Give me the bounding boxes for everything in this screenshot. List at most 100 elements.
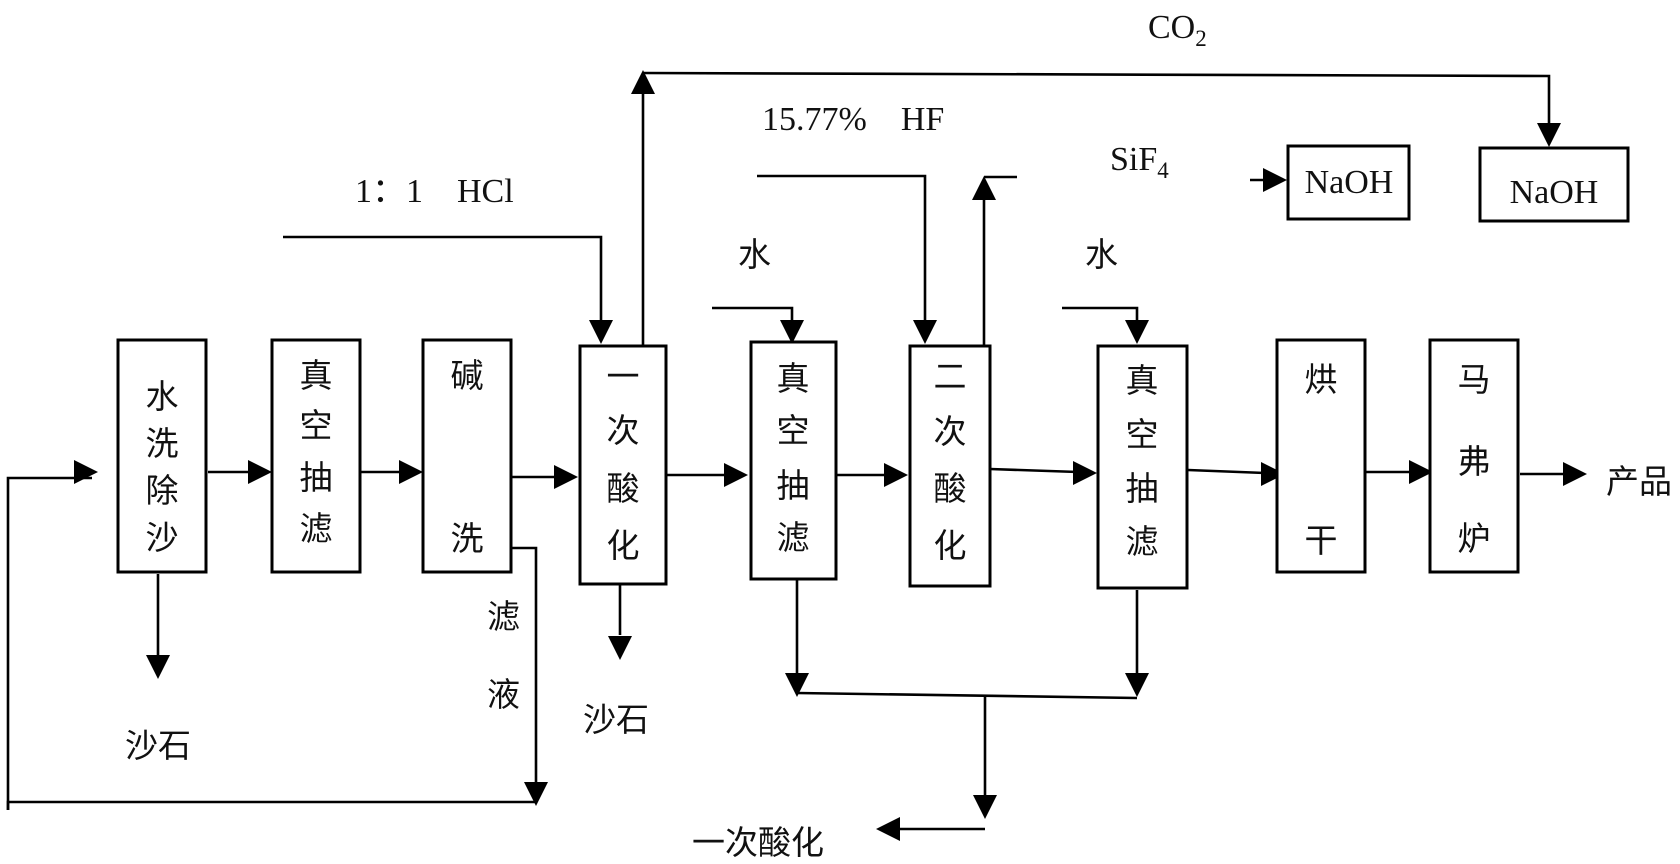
flow-acid2-to-vacuum3 — [989, 467, 1079, 474]
stage-box-vacuum1 — [270, 338, 362, 574]
sif4-label: SiF4 — [1110, 141, 1169, 183]
stage-label-acid1-1: 一 — [607, 357, 640, 396]
arrowheads — [74, 70, 1587, 841]
filtrate-label-1: 滤 — [487, 597, 520, 636]
stage-box-alkali — [421, 338, 513, 574]
stage-label-dry-1: 烘 — [1305, 360, 1338, 399]
sand-label-2: 沙石 — [583, 700, 649, 739]
collection-header — [796, 691, 1138, 700]
stage-box-vacuum3 — [1096, 344, 1189, 590]
product-label: 产品 — [1606, 462, 1672, 501]
flow-lines — [6, 71, 1565, 831]
co2-subscript: 2 — [1195, 26, 1207, 51]
stage-label-wash-1: 水 — [146, 377, 179, 416]
stage-label-furnace-1: 马 — [1458, 360, 1491, 399]
arrowhead — [74, 460, 98, 484]
arrowhead — [913, 320, 937, 344]
process-boxes — [116, 144, 1630, 590]
hcl-feed-line — [283, 235, 603, 326]
co2-base: CO — [1148, 9, 1195, 46]
arrowhead — [1537, 123, 1561, 147]
recycle-line — [6, 476, 92, 810]
stage-label-furnace-2: 弗 — [1458, 442, 1491, 481]
stage-box-furnace — [1428, 338, 1520, 574]
arrowhead — [631, 70, 655, 94]
arrowhead — [1409, 460, 1433, 484]
stream-labels: 1：1 HCl 15.77% HF 水 水 CO2 SiF4 NaOH NaOH… — [125, 9, 1672, 862]
hcl-label: 1：1 HCl — [355, 173, 514, 210]
stage-label-wash-3: 除 — [146, 471, 179, 510]
stage-label-alkali-1: 碱 — [451, 356, 484, 395]
co2-label: CO2 — [1148, 9, 1207, 51]
water-feed-2 — [1062, 306, 1139, 326]
stage-label-vacuum3-1: 真 — [1126, 361, 1159, 400]
hf-label: 15.77% HF — [762, 101, 944, 138]
stage-label-vacuum2-3: 抽 — [777, 466, 810, 505]
arrowhead — [1263, 168, 1287, 192]
stage-label-vacuum1-1: 真 — [300, 356, 333, 395]
stage-label-vacuum2-1: 真 — [777, 359, 810, 398]
arrowhead — [876, 817, 900, 841]
naoh-label-2: NaOH — [1510, 174, 1599, 211]
stage-label-vacuum1-3: 抽 — [300, 458, 333, 497]
hf-feed-line — [757, 174, 927, 326]
arrowhead — [780, 320, 804, 344]
arrowhead — [972, 176, 996, 200]
sif4-base: SiF — [1110, 141, 1157, 178]
stage-label-vacuum1-2: 空 — [300, 406, 333, 445]
stage-label-acid1-2: 次 — [607, 411, 640, 450]
arrowhead — [1073, 461, 1097, 485]
arrowhead — [973, 795, 997, 819]
stage-label-vacuum3-4: 滤 — [1126, 522, 1159, 561]
stage-label-dry-2: 干 — [1305, 521, 1338, 560]
sif4-subscript: 4 — [1157, 158, 1169, 183]
arrowhead — [248, 460, 272, 484]
stage-label-acid2-1: 二 — [934, 357, 967, 396]
naoh-box-1 — [1286, 144, 1411, 221]
stage-labels: 水 洗 除 沙 真 空 抽 滤 碱 洗 一 次 酸 化 真 空 抽 滤 二 次 … — [146, 356, 1491, 565]
stage-label-acid2-3: 酸 — [934, 469, 967, 508]
stage-label-acid2-2: 次 — [934, 412, 967, 451]
stage-label-vacuum2-2: 空 — [777, 411, 810, 450]
stage-label-acid1-3: 酸 — [607, 469, 640, 508]
stage-label-vacuum2-4: 滤 — [777, 518, 810, 557]
stage-label-vacuum3-3: 抽 — [1126, 469, 1159, 508]
recycle-target-label: 一次酸化 — [692, 823, 824, 862]
water-feed-1 — [712, 306, 794, 326]
filtrate-line — [6, 546, 538, 810]
co2-line-top — [642, 71, 1551, 130]
stage-label-wash-2: 洗 — [146, 424, 179, 463]
stage-box-wash — [116, 338, 208, 574]
arrowhead — [554, 465, 578, 489]
stage-label-acid1-4: 化 — [607, 526, 640, 565]
arrowhead — [1563, 462, 1587, 486]
arrowhead — [785, 673, 809, 697]
arrowhead — [1125, 320, 1149, 344]
filtrate-label-2: 液 — [487, 675, 520, 714]
flow-vacuum3-to-dry — [1187, 468, 1266, 475]
stage-label-wash-4: 沙 — [146, 518, 179, 557]
arrowhead — [589, 320, 613, 344]
arrowhead — [608, 636, 632, 660]
water-label-1: 水 — [738, 235, 771, 274]
arrowhead — [1261, 462, 1285, 486]
stage-box-vacuum2 — [749, 340, 838, 581]
stage-box-dry — [1275, 338, 1367, 574]
arrowhead — [884, 463, 908, 487]
naoh-label-1: NaOH — [1305, 164, 1394, 201]
stage-label-alkali-2: 洗 — [451, 519, 484, 558]
naoh-box-2 — [1478, 146, 1630, 223]
arrowhead — [146, 655, 170, 679]
arrowhead — [724, 463, 748, 487]
water-label-2: 水 — [1085, 235, 1118, 274]
arrowhead — [1125, 673, 1149, 697]
stage-label-vacuum3-2: 空 — [1126, 415, 1159, 454]
arrowhead — [524, 782, 548, 806]
stage-label-acid2-4: 化 — [934, 526, 967, 565]
stage-box-acid1 — [578, 344, 668, 586]
sand-label-1: 沙石 — [125, 726, 191, 765]
stage-label-vacuum1-4: 滤 — [300, 509, 333, 548]
stage-box-acid2 — [908, 344, 992, 588]
arrowhead — [399, 460, 423, 484]
